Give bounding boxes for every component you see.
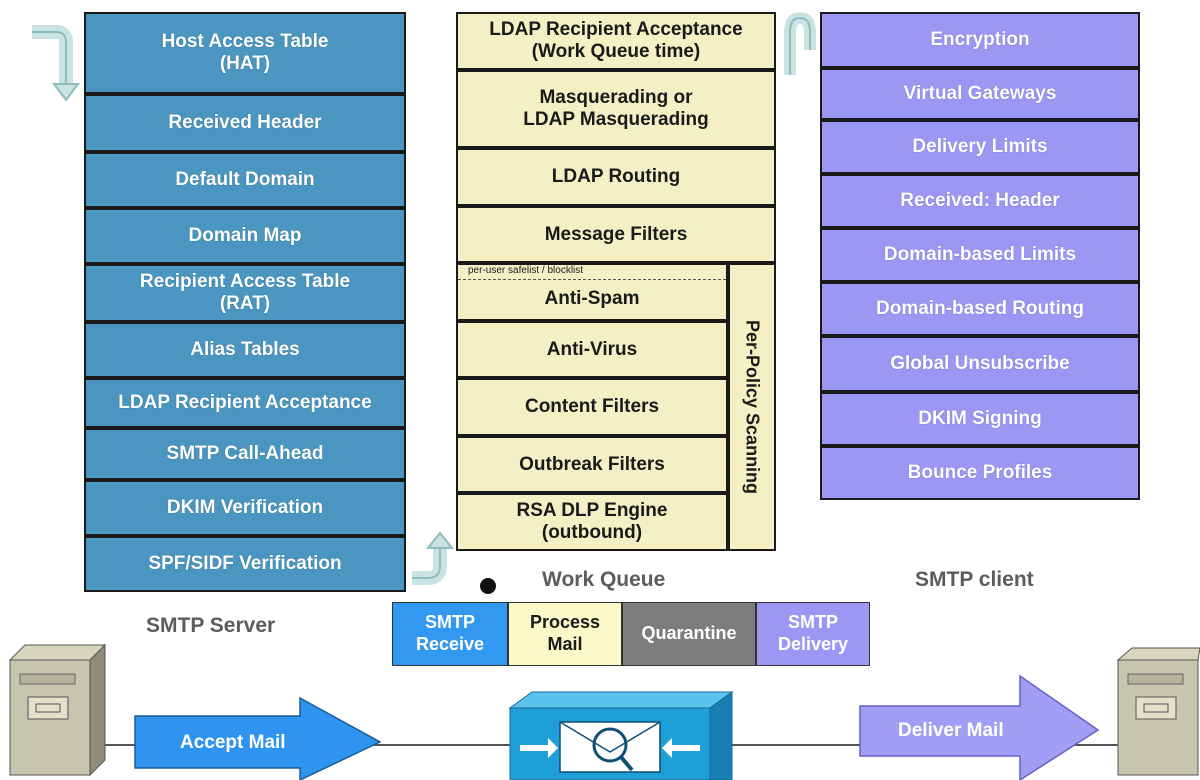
receiving-server-icon [1116,647,1200,776]
accept-mail-arrow [134,696,382,780]
per-policy-scanning-label: Per-Policy Scanning [742,319,763,495]
scan-engine-item: Content Filters [456,378,728,436]
accept-mail-label: Accept Mail [180,732,286,753]
smtp-client-item: Domain-based Limits [820,228,1140,282]
smtp-client-item: Domain-based Routing [820,282,1140,336]
smtp-server-item: DKIM Verification [84,480,406,536]
email-appliance-icon [508,691,734,780]
scan-engine-item: Outbreak Filters [456,436,728,493]
work-queue-label: Work Queue [542,568,666,591]
work-queue-stage: SMTP Receive [392,602,508,666]
smtp-server-item: SMTP Call-Ahead [84,428,406,480]
smtp-server-item: Alias Tables [84,322,406,378]
entry-curve-arrow [32,25,80,102]
smtp-client-item: Received: Header [820,174,1140,228]
deliver-mail-label: Deliver Mail [898,720,1004,741]
work-queue-stage: Quarantine [622,602,756,666]
smtp-client-item: Encryption [820,12,1140,68]
safelist-note: per-user safelist / blocklist [468,265,584,276]
work-queue-stage: SMTP Delivery [756,602,870,666]
smtp-server-item: Default Domain [84,152,406,208]
server-to-queue-curve-arrow [412,531,455,585]
sending-server-icon [8,643,107,777]
smtp-server-item: Recipient Access Table (RAT) [84,264,406,322]
deliver-mail-arrow [859,674,1100,780]
scan-engine-item: Anti-Virus [456,321,728,378]
smtp-server-item: SPF/SIDF Verification [84,536,406,592]
smtp-server-item: Host Access Table (HAT) [84,12,406,94]
smtp-server-item: Received Header [84,94,406,152]
work-queue-item: Message Filters [456,206,776,263]
current-stage-dot [480,578,496,594]
smtp-server-item: Domain Map [84,208,406,264]
queue-to-client-curve-arrow [784,11,816,75]
smtp-client-item: Bounce Profiles [820,446,1140,500]
smtp-client-item: Delivery Limits [820,120,1140,174]
scan-engine-item: RSA DLP Engine (outbound) [456,493,728,551]
safelist-divider [458,279,726,280]
smtp-client-item: Global Unsubscribe [820,336,1140,392]
scan-engine-item: Anti-Spam [456,263,728,321]
work-queue-item: LDAP Routing [456,148,776,206]
per-policy-scanning-box: Per-Policy Scanning [728,263,776,551]
smtp-server-label: SMTP Server [146,614,276,637]
smtp-server-item: LDAP Recipient Acceptance [84,378,406,428]
smtp-client-item: DKIM Signing [820,392,1140,446]
work-queue-item: LDAP Recipient Acceptance (Work Queue ti… [456,12,776,70]
smtp-client-label: SMTP client [915,568,1034,591]
work-queue-stage: Process Mail [508,602,622,666]
work-queue-item: Masquerading or LDAP Masquerading [456,70,776,148]
smtp-client-item: Virtual Gateways [820,68,1140,120]
